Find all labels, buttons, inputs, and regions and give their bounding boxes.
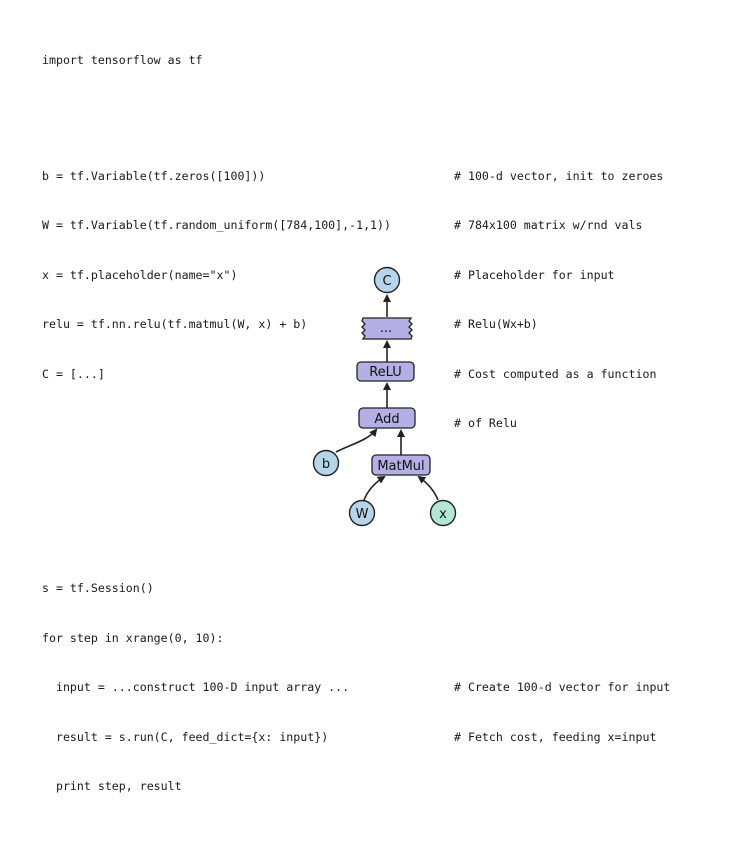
computation-graph: C ... ReLU Add b MatMul W x	[312, 266, 457, 527]
code-comment: # Relu(Wx+b)	[454, 317, 538, 331]
code-comment: # Create 100-d vector for input	[454, 680, 671, 694]
code-text: s = tf.Session()	[42, 581, 154, 595]
code-text: result = s.run(C, feed_dict={x: input})	[42, 729, 329, 744]
code-comment: # Fetch cost, feeding x=input	[454, 729, 657, 744]
node-c: C	[373, 266, 401, 294]
code-line: # of Relu	[42, 415, 732, 432]
code-line: b = tf.Variable(tf.zeros([100])) # 100-d…	[42, 168, 732, 185]
node-ellipsis: ...	[361, 317, 413, 340]
node-add-label: Add	[374, 412, 399, 427]
node-b-label: b	[322, 457, 330, 472]
code-text: b = tf.Variable(tf.zeros([100]))	[42, 168, 266, 183]
node-matmul-label: MatMul	[377, 459, 424, 474]
code-line: C = [...] # Cost computed as a function	[42, 366, 732, 383]
code-comment: # of Relu	[454, 416, 517, 430]
code-text: relu = tf.nn.relu(tf.matmul(W, x) + b)	[42, 317, 308, 331]
code-line: print step, result	[42, 778, 732, 795]
code-line: result = s.run(C, feed_dict={x: input}) …	[42, 729, 732, 746]
node-relu: ReLU	[356, 361, 415, 382]
code-comment: # Cost computed as a function	[454, 366, 657, 381]
code-line: s = tf.Session()	[42, 580, 732, 597]
code-line: input = ...construct 100-D input array .…	[42, 679, 732, 696]
node-c-label: C	[382, 274, 391, 289]
graph-edges	[335, 294, 439, 501]
node-add: Add	[358, 407, 416, 429]
code-line-import: import tensorflow as tf	[42, 52, 732, 69]
node-x-label: x	[439, 507, 447, 522]
code-text: for step in xrange(0, 10):	[42, 630, 224, 645]
code-line: W = tf.Variable(tf.random_uniform([784,1…	[42, 217, 732, 234]
code-text: C = [...]	[42, 366, 105, 381]
code-line: for step in xrange(0, 10):	[42, 630, 732, 647]
node-ellipsis-label: ...	[380, 321, 392, 336]
code-comment: # Placeholder for input	[454, 267, 615, 282]
code-text: input = ...construct 100-D input array .…	[42, 680, 350, 694]
edge-x-to-matmul	[417, 475, 439, 501]
node-b: b	[312, 449, 340, 477]
node-matmul: MatMul	[371, 454, 431, 476]
code-text: x = tf.placeholder(name="x")	[42, 267, 238, 282]
code-line: x = tf.placeholder(name="x") # Placehold…	[42, 267, 732, 284]
edge-b-to-add	[335, 428, 378, 453]
code-text: import tensorflow as tf	[42, 53, 203, 67]
node-relu-label: ReLU	[369, 365, 402, 380]
code-comment: # 100-d vector, init to zeroes	[454, 168, 664, 183]
node-w: W	[348, 499, 376, 527]
node-x: x	[429, 499, 457, 527]
code-line: relu = tf.nn.relu(tf.matmul(W, x) + b) #…	[42, 316, 732, 333]
code-comment: # 784x100 matrix w/rnd vals	[454, 218, 643, 232]
node-w-label: W	[356, 507, 369, 522]
code-text: print step, result	[42, 779, 182, 793]
code-text: W = tf.Variable(tf.random_uniform([784,1…	[42, 218, 392, 232]
edge-w-to-matmul	[363, 475, 386, 501]
